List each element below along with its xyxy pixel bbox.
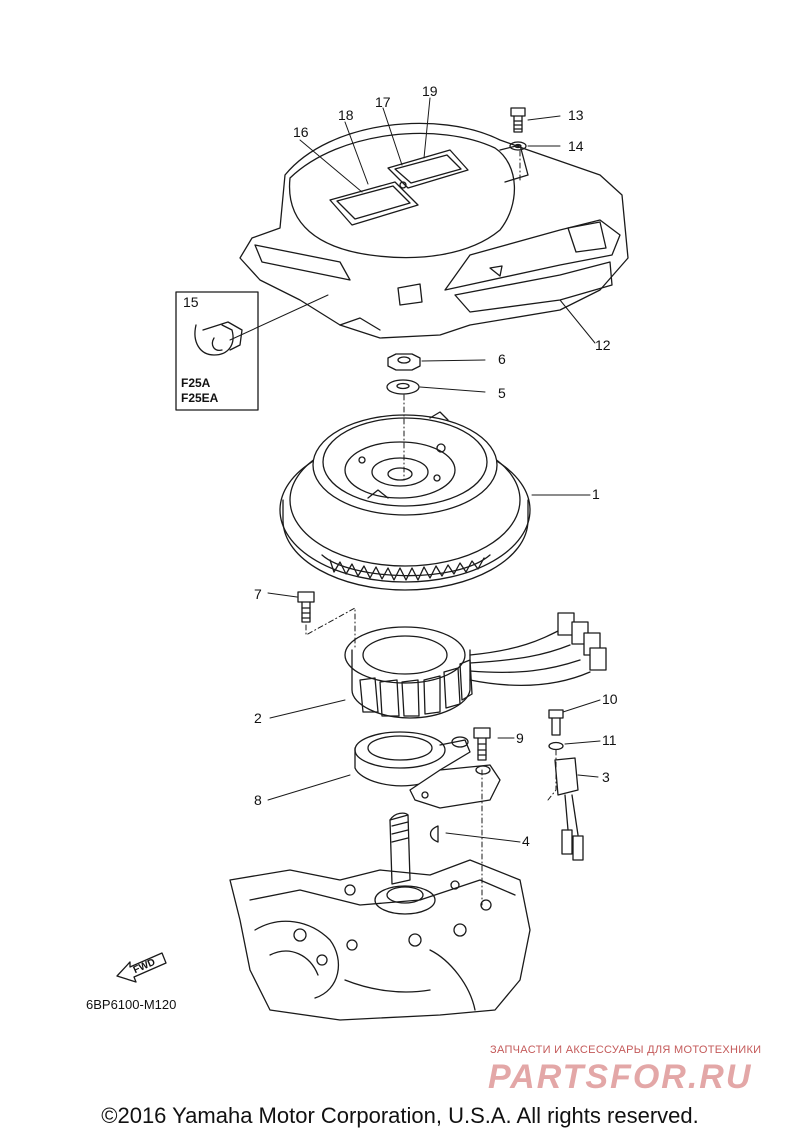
inset-model-f25a: F25A: [181, 376, 211, 390]
callout-3: 3: [602, 769, 610, 785]
callout-18: 18: [338, 107, 354, 123]
crankcase: [229, 812, 531, 1021]
pulser-coil: [554, 757, 584, 861]
flywheel-cover: [239, 122, 629, 339]
callout-15: 15: [183, 294, 199, 310]
callout-2: 2: [254, 710, 262, 726]
nut-6: [387, 353, 421, 371]
callout-16: 16: [293, 124, 309, 140]
diagram-code: 6BP6100-M120: [86, 997, 177, 1012]
washer-11: [548, 741, 564, 751]
callout-12: 12: [595, 337, 611, 353]
woodruff-key: [429, 825, 439, 843]
callout-4: 4: [522, 833, 530, 849]
callout-11: 11: [602, 732, 617, 748]
watermark-tagline: ЗАПЧАСТИ И АКСЕССУАРЫ ДЛЯ МОТОТЕХНИКИ: [490, 1044, 762, 1056]
bolt-10: [548, 709, 564, 736]
bolt-13: [510, 107, 526, 133]
bolt-9: [473, 727, 491, 761]
stator: [344, 612, 607, 719]
callout-14: 14: [568, 138, 584, 154]
callout-19: 19: [422, 83, 438, 99]
callout-8: 8: [254, 792, 262, 808]
copyright-notice: ©2016 Yamaha Motor Corporation, U.S.A. A…: [101, 1103, 699, 1128]
callout-10: 10: [602, 691, 618, 707]
washer-5: [386, 379, 420, 395]
callout-9: 9: [516, 730, 524, 746]
flywheel: [279, 411, 531, 591]
inset-model-f25ea: F25EA: [181, 391, 219, 405]
washer-14: [509, 141, 527, 151]
callout-17: 17: [375, 94, 391, 110]
callout-5: 5: [498, 385, 506, 401]
bolt-7: [297, 591, 315, 623]
stator-base: [354, 731, 501, 809]
callout-7: 7: [254, 586, 262, 602]
callout-1: 1: [592, 486, 600, 502]
leader-lines: [229, 97, 601, 906]
fwd-arrow-icon: [116, 952, 167, 983]
callout-6: 6: [498, 351, 506, 367]
watermark-brand: PARTSFOR.RU: [488, 1058, 753, 1096]
callout-13: 13: [568, 107, 584, 123]
clamp-inset: [175, 291, 259, 411]
